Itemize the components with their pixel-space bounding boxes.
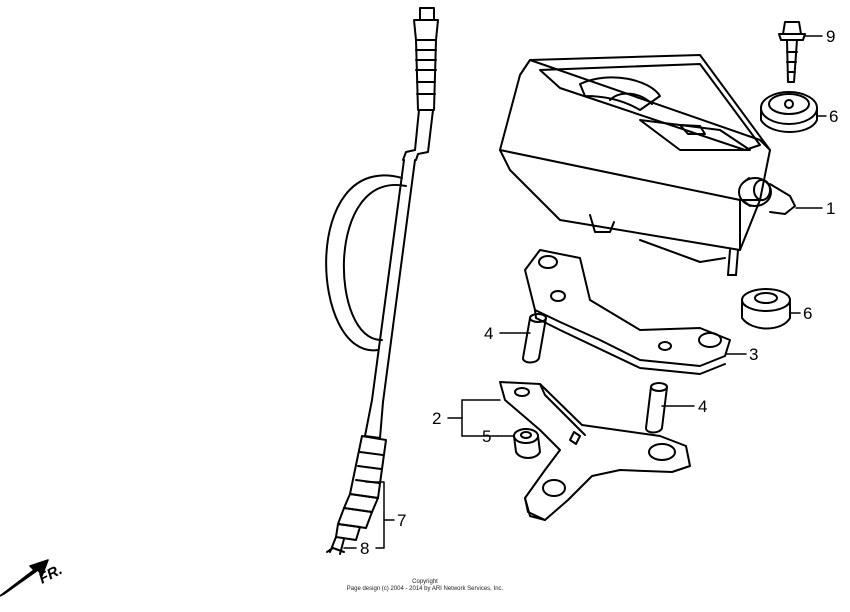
callout-4-right: 4: [698, 397, 707, 416]
callout-4-left: 4: [484, 324, 493, 343]
speedometer-cable: [325, 7, 439, 555]
rubber-cushion-lower: [741, 288, 791, 330]
rubber-cushion-top: [760, 91, 818, 133]
callout-7: 7: [397, 511, 406, 530]
callout-9: 9: [826, 27, 835, 46]
callout-8: 8: [360, 539, 369, 558]
callout-1: 1: [826, 199, 835, 218]
callout-3: 3: [749, 345, 758, 364]
callout-6-top: 6: [829, 107, 838, 126]
collar-right: [645, 382, 668, 434]
grommet: [513, 428, 541, 459]
front-direction-arrow-icon: [0, 559, 49, 597]
copyright-heading: Copyright: [412, 579, 438, 585]
callout-labels: 9 6 1 6 3 4 4 2 5 7 8 FR.: [36, 27, 839, 588]
lower-meter-stay: [499, 381, 691, 521]
callout-2: 2: [432, 409, 441, 428]
copyright-notice: Page design (c) 2004 - 2014 by ARI Netwo…: [346, 586, 504, 592]
callout-6-lower: 6: [803, 304, 812, 323]
callout-5: 5: [482, 427, 491, 446]
meter-assembly: [499, 54, 796, 276]
meter-stay: [524, 249, 731, 375]
leader-lines: [343, 35, 827, 549]
bolt: [778, 21, 806, 83]
collar-left: [522, 313, 547, 364]
